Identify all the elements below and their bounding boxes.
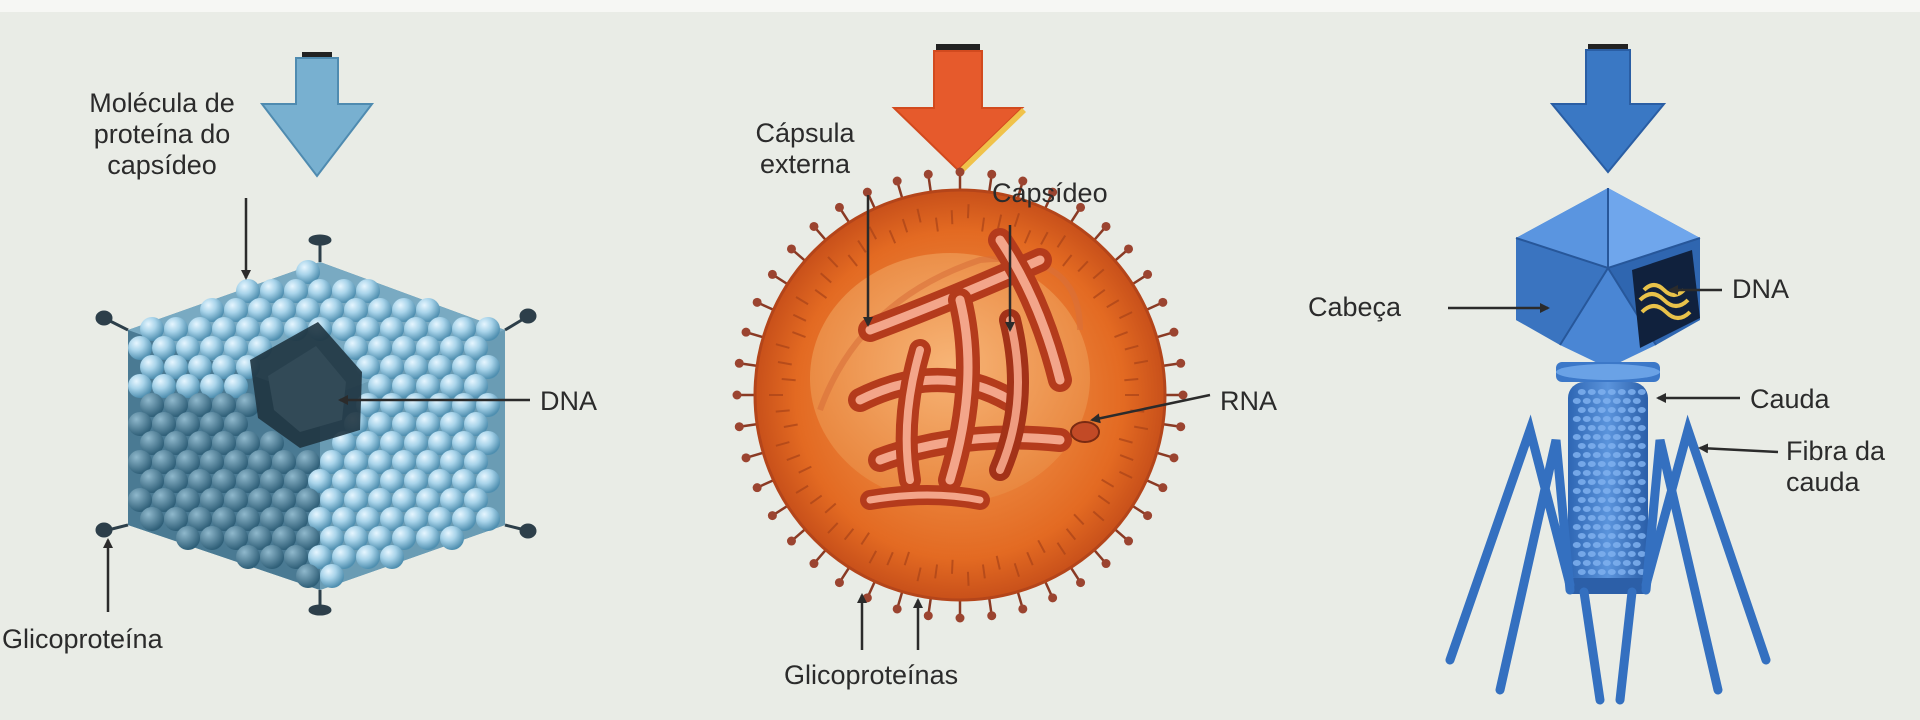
label-dna-2: DNA (1732, 274, 1789, 305)
label-rna: RNA (1220, 386, 1277, 417)
arrow-down-icon (262, 52, 372, 176)
label-head: Cabeça (1308, 292, 1401, 323)
label-capsid-protein: Molécula de proteína do capsídeo (62, 88, 262, 181)
arrow-down-icon (1552, 44, 1664, 172)
label-glycoproteins: Glicoproteínas (784, 660, 958, 691)
phage-tail (1566, 382, 1650, 594)
capsid-hexagon (128, 260, 505, 590)
label-glycoprotein: Glicoproteína (2, 624, 163, 655)
phage-head (1516, 188, 1700, 368)
label-dna-1: DNA (540, 386, 597, 417)
bacteriophage-panel (1448, 44, 1778, 700)
label-outer-capsule: Cápsula externa (740, 118, 870, 180)
label-capsid: Capsídeo (992, 178, 1108, 209)
tail-fiber-leader (1700, 448, 1778, 452)
label-tail-fiber: Fibra da cauda (1786, 436, 1885, 498)
label-tail: Cauda (1750, 384, 1830, 415)
arrow-down-icon (894, 44, 1026, 174)
